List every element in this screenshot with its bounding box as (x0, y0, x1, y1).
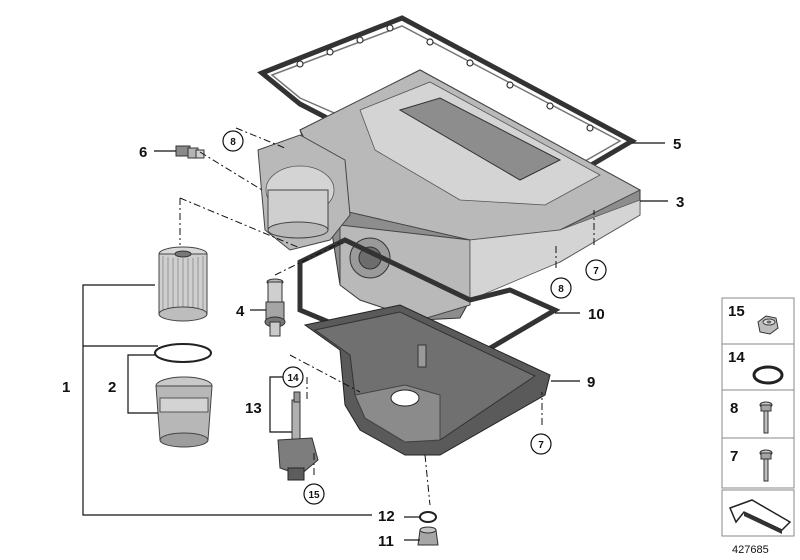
callout-2: 2 (108, 379, 116, 396)
reference-number: 427685 (732, 544, 769, 556)
oil-pressure-sensor (175, 145, 205, 159)
fastener-legend: 15 14 8 7 (721, 297, 795, 537)
callout-9: 9 (587, 374, 595, 391)
ref-7-bottom: 7 (538, 440, 544, 451)
direction-arrow-icon (728, 499, 792, 534)
callout-10: 10 (588, 306, 605, 323)
o-ring-icon (752, 365, 784, 385)
leader-lines (82, 142, 668, 541)
callout-1: 1 (62, 379, 70, 396)
callout-4: 4 (236, 303, 245, 320)
oil-filter-element (158, 246, 208, 322)
callout-5: 5 (673, 136, 681, 153)
legend-label-15: 15 (728, 303, 745, 320)
oil-filter-cover (155, 376, 213, 448)
callout-labels: 1 2 3 4 5 6 10 9 13 12 11 (62, 136, 684, 550)
oil-level-sensor (277, 391, 319, 481)
oil-pan-lower (303, 304, 551, 456)
drain-plug (417, 526, 439, 546)
circled-references: 8 7 8 7 14 15 (222, 130, 607, 505)
nut-icon (757, 315, 779, 335)
bolt-icon-long (759, 401, 773, 434)
o-ring (154, 343, 212, 363)
drain-plug-seal (419, 511, 437, 523)
assembly-lines (179, 127, 595, 506)
callout-13: 13 (245, 400, 262, 417)
callout-11: 11 (378, 533, 394, 550)
callout-12: 12 (378, 508, 395, 525)
ref-15: 15 (308, 490, 320, 501)
ref-8-right: 8 (558, 284, 564, 295)
ref-8-top: 8 (230, 137, 236, 148)
legend-label-14: 14 (728, 349, 745, 366)
legend-label-8: 8 (730, 400, 738, 417)
ref-7-right: 7 (593, 266, 599, 277)
callout-3: 3 (676, 194, 684, 211)
oil-sump-upper (257, 69, 642, 321)
legend-label-7: 7 (730, 448, 738, 465)
callout-6: 6 (139, 144, 147, 161)
pressure-valve (264, 278, 286, 337)
ref-14: 14 (287, 373, 299, 384)
bolt-icon-short (759, 449, 773, 482)
